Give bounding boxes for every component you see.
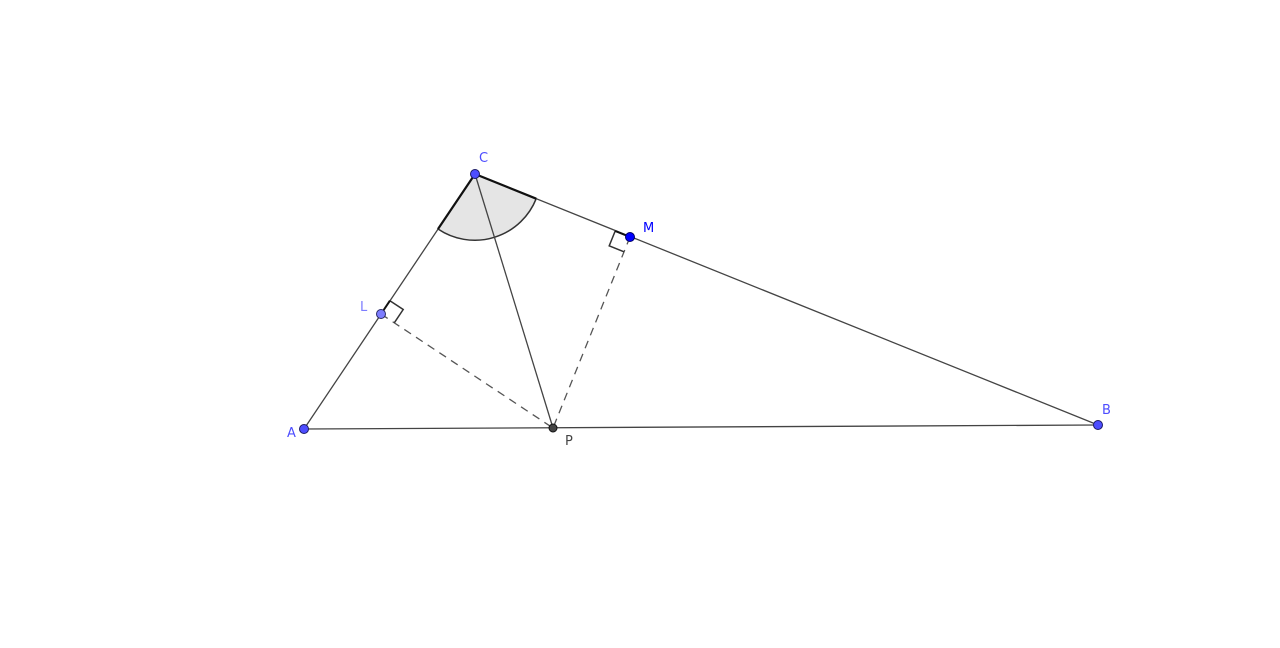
- point-L[interactable]: [376, 309, 386, 319]
- point-C[interactable]: [470, 169, 480, 179]
- dashed-LP[interactable]: [380, 313, 554, 429]
- label-B: B: [1102, 403, 1111, 418]
- label-M: M: [643, 221, 655, 236]
- right-angle-marker-M: [608, 230, 625, 253]
- label-L: L: [360, 300, 368, 315]
- dashed-MP[interactable]: [552, 236, 631, 429]
- segment-AB[interactable]: [303, 424, 1099, 430]
- point-A[interactable]: [299, 424, 309, 434]
- label-A: A: [287, 426, 296, 441]
- segment-CB[interactable]: [474, 173, 1099, 426]
- segment-CP[interactable]: [474, 173, 554, 429]
- angle-side-CB: [474, 172, 537, 200]
- point-P[interactable]: [548, 423, 558, 433]
- point-M[interactable]: [625, 232, 635, 242]
- label-C: C: [479, 151, 489, 166]
- label-P: P: [565, 434, 573, 449]
- point-B[interactable]: [1093, 420, 1103, 430]
- angle-side-CA: [437, 173, 476, 230]
- right-angle-marker-L: [389, 300, 405, 324]
